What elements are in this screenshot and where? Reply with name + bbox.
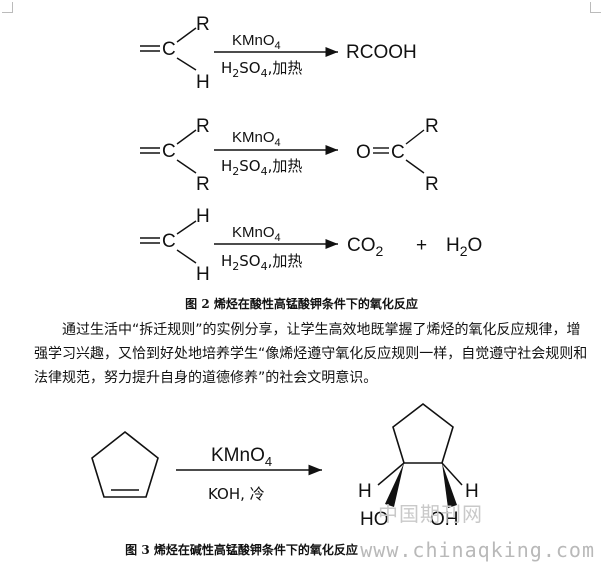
- paragraph-text: 通过生活中“拆迁规则”的实例分享，让学生高效地既掌握了烯烃的氧化反应规律，增强学…: [34, 322, 588, 386]
- figure-3-caption: 图 3 烯烃在碱性高锰酸钾条件下的氧化反应: [125, 543, 358, 557]
- wedge-bond-right: [442, 463, 457, 508]
- bond-to-h-right: [441, 462, 463, 486]
- corner-mark-top-left: [2, 2, 13, 13]
- product-h2o: H2O: [446, 235, 482, 259]
- bond-to-h-left: [377, 462, 405, 486]
- h-atom-right: H: [465, 481, 479, 502]
- product-oxygen: O: [356, 142, 371, 163]
- reaction-3: C H H KMnO4 H2SO4,加热 CO2 + H2O: [140, 206, 482, 285]
- hydroxyl-right: OH: [430, 509, 459, 530]
- product-bottom: R: [425, 174, 439, 195]
- h-atom-left: H: [358, 481, 372, 502]
- figure-2-caption: 图 2 烯烃在酸性高锰酸钾条件下的氧化反应: [185, 297, 418, 311]
- reaction-4: KMnO4 KOH, 冷 H H HO OH: [91, 402, 479, 530]
- substituent-bottom: R: [196, 174, 210, 195]
- cyclopentene-ring: [91, 430, 159, 498]
- reagent-top: KMnO4: [232, 224, 281, 244]
- reagent-bottom: H2SO4,加热: [221, 59, 302, 80]
- substituent-top: R: [196, 116, 210, 137]
- product-co2: CO2: [347, 235, 384, 259]
- product: RCOOH: [346, 42, 417, 63]
- reaction-2: C R R KMnO4 H2SO4,加热 O C R R: [140, 116, 439, 195]
- substituent-bottom: H: [196, 264, 210, 285]
- reagent-bottom: H2SO4,加热: [221, 252, 302, 273]
- substituent-top: R: [196, 14, 210, 35]
- reagent-top: KMnO4: [232, 129, 281, 149]
- body-paragraph: 通过生活中“拆迁规则”的实例分享，让学生高效地既掌握了烯烃的氧化反应规律，增强学…: [34, 318, 594, 390]
- substituent-top: H: [196, 206, 210, 227]
- reagent-top: KMnO4: [211, 445, 272, 469]
- watermark-url: www.chinaqking.com: [360, 538, 595, 562]
- carbon-atom: C: [162, 39, 176, 60]
- carbon-atom: C: [162, 141, 176, 162]
- watermark-logo-text: 中国期刊网: [378, 502, 483, 526]
- hydroxyl-left: HO: [360, 509, 389, 530]
- reagent-bottom: KOH, 冷: [208, 485, 265, 503]
- wedge-bond-left: [385, 463, 404, 507]
- reagent-bottom: H2SO4,加热: [221, 157, 302, 178]
- corner-mark-top-right: [590, 2, 601, 13]
- product-top: R: [425, 116, 439, 137]
- plus-sign: +: [416, 235, 427, 256]
- carbon-atom: C: [391, 142, 405, 163]
- reagent-top: KMnO4: [232, 32, 281, 52]
- substituent-bottom: H: [196, 72, 210, 93]
- cyclopentane-ring: [392, 402, 454, 464]
- reaction-1: C R H KMnO4 H2SO4,加热 RCOOH: [140, 14, 417, 93]
- carbon-atom: C: [162, 231, 176, 252]
